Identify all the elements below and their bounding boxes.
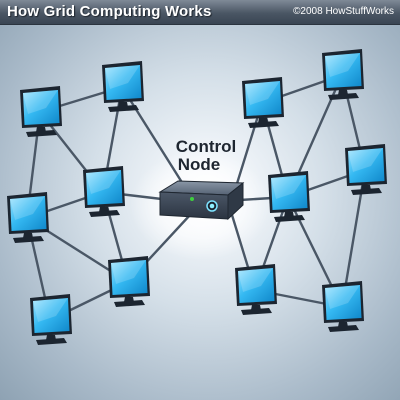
computer-monitor-icon [345, 144, 387, 195]
computer-monitor-icon [7, 192, 49, 243]
link [120, 85, 190, 194]
copyright-text: ©2008 HowStuffWorks [293, 6, 394, 17]
computer-monitor-icon [235, 264, 277, 315]
control-node-label-line1: Control [176, 137, 236, 156]
computer-monitor-icon [322, 49, 364, 100]
computer-monitor-icon [20, 86, 62, 137]
computer-monitor-icon [30, 294, 72, 345]
computer-monitor-icon [242, 77, 284, 128]
title-bar: How Grid Computing Works ©2008 HowStuffW… [0, 0, 400, 25]
computer-monitor-icon [268, 171, 310, 222]
control-node-label-line2: Node [178, 155, 221, 174]
computer-monitor-icon [83, 166, 125, 217]
computer-monitor-icon [108, 256, 150, 307]
page-title: How Grid Computing Works [7, 3, 212, 20]
server-icon [158, 180, 245, 221]
computer-monitor-icon [102, 61, 144, 112]
computer-monitor-icon [322, 281, 364, 332]
